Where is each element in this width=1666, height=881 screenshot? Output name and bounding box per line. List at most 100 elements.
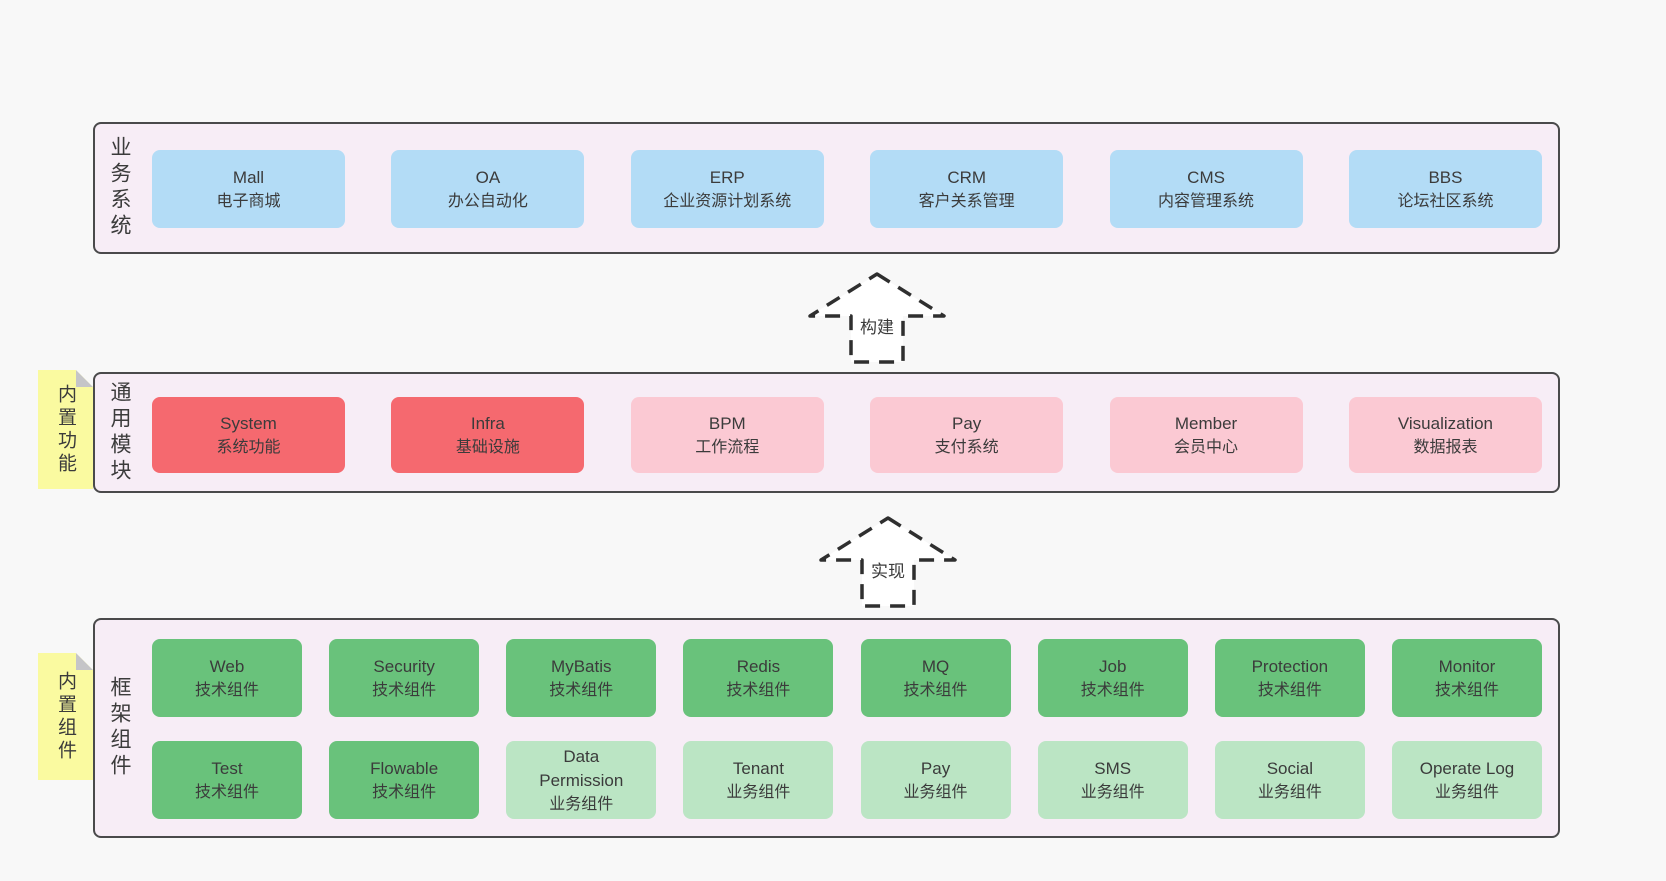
box-title: Operate Log (1419, 758, 1515, 778)
box-subtitle: 会员中心 (1174, 438, 1239, 456)
implement-arrow: 实现 (813, 514, 963, 610)
box-web: Web 技术组件 (152, 639, 302, 717)
box-subtitle: 支付系统 (934, 438, 999, 456)
box-infra: Infra 基础设施 (391, 397, 585, 473)
box-subtitle: 企业资源计划系统 (663, 192, 792, 210)
box-subtitle: 技术组件 (1257, 681, 1322, 699)
box-title: Pay (952, 413, 982, 433)
built-in-components-note: 内置组件 (38, 653, 93, 780)
box-subtitle: 技术组件 (1434, 681, 1499, 699)
box-subtitle: 业务组件 (726, 783, 791, 801)
box-subtitle: 客户关系管理 (918, 192, 1015, 210)
box-subtitle: 论坛社区系统 (1397, 192, 1494, 210)
box-monitor: Monitor 技术组件 (1391, 639, 1542, 717)
box-visualization: Visualization 数据报表 (1348, 397, 1542, 473)
box-protection: Protection 技术组件 (1214, 639, 1365, 717)
built-in-components-note-text: 内置组件 (55, 670, 76, 763)
box-subtitle: 技术组件 (1080, 681, 1145, 699)
box-subtitle: 电子商城 (216, 192, 281, 210)
box-subtitle: 内容管理系统 (1158, 192, 1255, 210)
common-modules-boxes: System 系统功能 Infra 基础设施 BPM 工作流程 Pay 支付系统 Member 会… (152, 397, 1542, 473)
up-arrow-icon: 构建 (808, 272, 946, 364)
box-subtitle: 业务组件 (1434, 783, 1499, 801)
box-title: Redis (736, 656, 781, 676)
box-cms: CMS 内容管理系统 (1109, 150, 1303, 228)
box-title: Mall (232, 167, 265, 187)
box-system: System 系统功能 (152, 397, 345, 473)
box-oa: OA 办公自动化 (391, 150, 585, 228)
build-arrow: 构建 (802, 270, 952, 366)
box-pay: Pay 业务组件 (860, 741, 1011, 819)
box-subtitle: 业务组件 (1257, 783, 1322, 801)
framework-components-label: 框架组件 (108, 676, 131, 780)
box-title: Member (1174, 413, 1238, 433)
box-title: Monitor (1438, 656, 1496, 676)
common-modules-label: 通用模块 (108, 380, 131, 485)
common-modules-panel: 通用模块 System 系统功能 Infra 基础设施 BPM 工作流程 Pay 支付系统 Me… (93, 372, 1560, 493)
box-mybatis: MyBatis 技术组件 (506, 639, 657, 717)
box-subtitle: 业务组件 (549, 795, 614, 813)
business-systems-panel: 业务系统 Mall 电子商城 OA 办公自动化 ERP 企业资源计划系统 CRM 客户关系管理… (93, 122, 1560, 254)
box-subtitle: 业务组件 (903, 783, 968, 801)
box-title: CRM (947, 167, 987, 187)
box-subtitle: 技术组件 (194, 783, 259, 801)
box-title: Pay (920, 758, 951, 778)
built-in-features-note-text: 内置功能 (55, 383, 76, 476)
box-member: Member 会员中心 (1109, 397, 1303, 473)
box-sms: SMS 业务组件 (1037, 741, 1188, 819)
box-title: SMS (1094, 758, 1132, 778)
box-subtitle: 技术组件 (726, 681, 791, 699)
box-title: Job (1098, 656, 1127, 676)
box-bpm: BPM 工作流程 (630, 397, 824, 473)
box-crm: CRM 客户关系管理 (870, 150, 1064, 228)
box-erp: ERP 企业资源计划系统 (630, 150, 824, 228)
box-title: System (220, 413, 277, 433)
implement-arrow-label: 实现 (871, 562, 905, 581)
up-arrow-icon: 实现 (819, 516, 957, 608)
box-title: Flowable (370, 758, 439, 778)
box-mq: MQ 技术组件 (860, 639, 1011, 717)
box-data-permission: Data Permission 业务组件 (506, 741, 657, 819)
built-in-features-note: 内置功能 (38, 370, 93, 489)
build-arrow-label: 构建 (860, 318, 894, 337)
box-title: Protection (1251, 656, 1329, 676)
box-subtitle: 工作流程 (695, 438, 760, 456)
box-title: MyBatis (551, 656, 612, 676)
note-fold-corner-icon (76, 653, 93, 670)
box-title: Test (211, 758, 243, 778)
box-title: Data Permission (539, 746, 624, 790)
box-test: Test 技术组件 (152, 741, 302, 819)
box-subtitle: 系统功能 (216, 438, 281, 456)
box-job: Job 技术组件 (1037, 639, 1188, 717)
box-title: Web (209, 656, 245, 676)
box-title: BPM (708, 413, 746, 433)
business-systems-boxes: Mall 电子商城 OA 办公自动化 ERP 企业资源计划系统 CRM 客户关系管理 CMS 内容… (152, 150, 1542, 228)
box-subtitle: 数据报表 (1413, 438, 1478, 456)
box-tenant: Tenant 业务组件 (683, 741, 834, 819)
box-title: OA (475, 167, 501, 187)
box-title: Social (1266, 758, 1313, 778)
note-fold-corner-icon (76, 370, 93, 387)
box-title: Visualization (1397, 413, 1494, 433)
box-subtitle: 技术组件 (903, 681, 968, 699)
box-subtitle: 技术组件 (549, 681, 614, 699)
box-subtitle: 业务组件 (1080, 783, 1145, 801)
box-subtitle: 办公自动化 (447, 192, 528, 210)
box-title: CMS (1187, 167, 1225, 187)
box-subtitle: 技术组件 (372, 783, 437, 801)
box-title: Infra (470, 413, 505, 433)
box-subtitle: 基础设施 (455, 438, 520, 456)
box-flowable: Flowable 技术组件 (329, 741, 480, 819)
box-title: Tenant (732, 758, 784, 778)
box-title: MQ (921, 656, 950, 676)
box-operate-log: Operate Log 业务组件 (1391, 741, 1542, 819)
box-title: BBS (1428, 167, 1463, 187)
box-subtitle: 技术组件 (194, 681, 259, 699)
business-systems-label: 业务系统 (108, 136, 131, 240)
box-title: ERP (709, 167, 745, 187)
box-redis: Redis 技术组件 (683, 639, 834, 717)
